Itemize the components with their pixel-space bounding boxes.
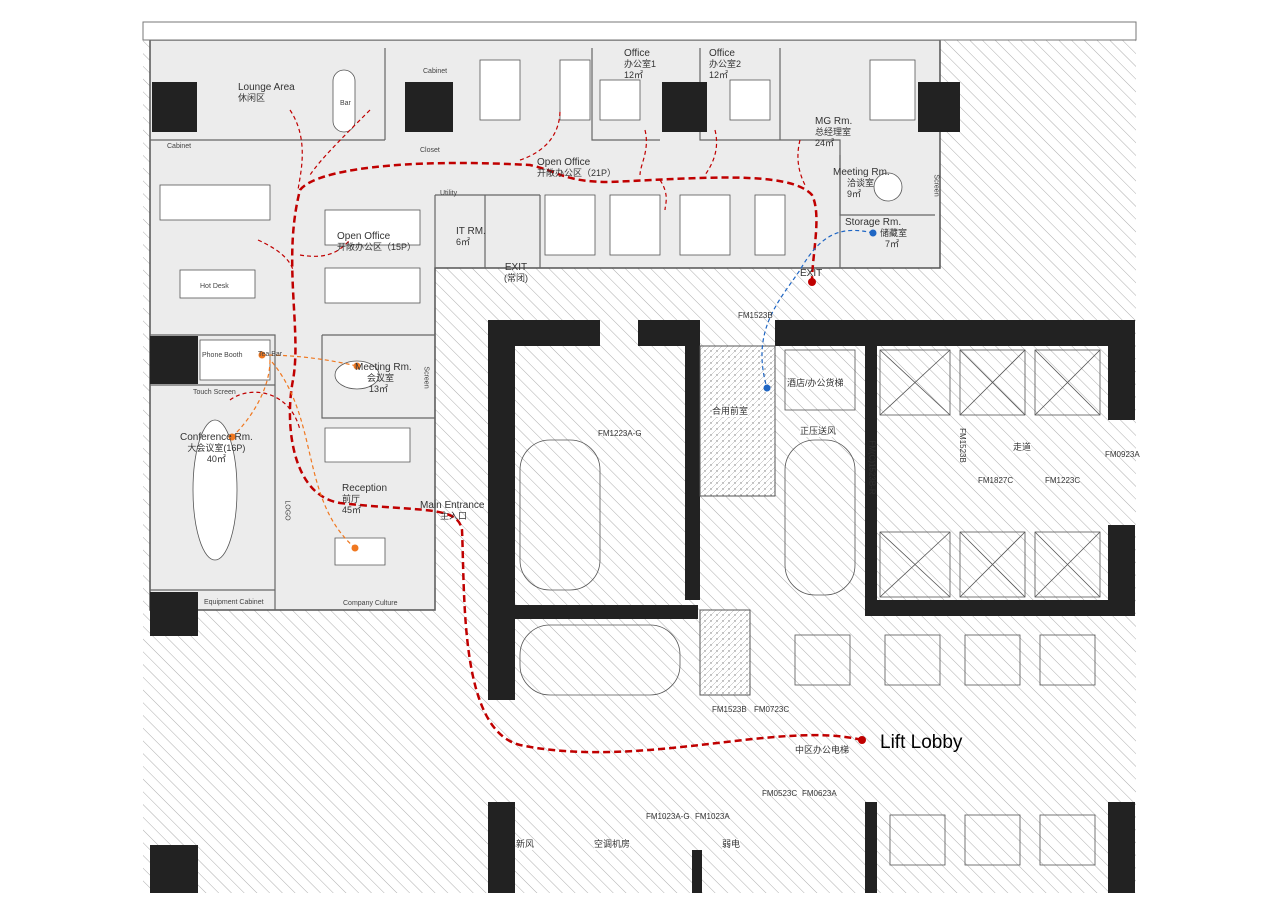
door-code: FM1023A-G	[646, 812, 690, 821]
door-code: FM0723C	[754, 705, 790, 714]
meeting-small-cn: 洽谈室	[847, 178, 875, 188]
mg-room-area: 24㎡	[815, 138, 835, 148]
door-code: FM0523C	[762, 789, 798, 798]
structural-columns	[150, 82, 1135, 893]
lounge-cn: 休闲区	[238, 93, 266, 103]
meeting-area: 13㎡	[369, 384, 389, 394]
meeting-small-area: 9㎡	[847, 189, 862, 199]
conference-label: Conference Rm.大会议室(16P)40㎡	[180, 432, 253, 465]
lift-cn-label: 中区办公电梯	[795, 745, 850, 756]
office2-cn: 办公室2	[709, 59, 742, 69]
office1-area: 12㎡	[624, 70, 644, 80]
door-code: FM1523B	[957, 428, 967, 463]
cabinet-top-label: Cabinet	[423, 68, 448, 75]
interior-walls	[150, 48, 935, 610]
meeting-small-en: Meeting Rm.	[833, 167, 890, 178]
bar-label: Bar	[340, 100, 351, 107]
conference-cn: 大会议室(16P)	[187, 443, 246, 453]
ac-room-label: 空调机房	[594, 839, 631, 850]
it-room-en: IT RM.	[456, 226, 486, 237]
phone-booth-label: Phone Booth	[202, 352, 243, 359]
screen-meeting-label: Screen	[422, 366, 430, 389]
open-office-15-cn: 开敞办公区（15P）	[337, 242, 417, 252]
exit-right-label: EXIT	[800, 268, 823, 279]
office2-area: 12㎡	[709, 70, 729, 80]
main-route	[288, 161, 863, 754]
route-points	[228, 229, 877, 744]
tea-point-label: Tea Bar	[258, 351, 283, 358]
corridor-label: 走道	[1013, 442, 1032, 453]
internal-routes	[231, 354, 358, 549]
it-room-area: 6㎡	[456, 237, 471, 247]
conference-area: 40㎡	[206, 454, 226, 464]
exit-left-en: EXIT	[504, 262, 528, 273]
open-office-21-en: Open Office	[537, 157, 591, 168]
storage-cn: 储藏室	[880, 228, 908, 238]
service-lift-label: 酒店/办公货梯	[787, 378, 844, 389]
door-code: FM1827C	[978, 476, 1014, 485]
door-code: FM0923A	[1105, 450, 1140, 459]
lift-lobby-label: Lift Lobby	[880, 732, 963, 753]
closet-label: Closet	[420, 147, 440, 154]
office1-cn: 办公室1	[624, 59, 657, 69]
reception-cn: 前厅	[342, 494, 361, 504]
door-code: FM0623A	[802, 789, 837, 798]
storage-area: 7㎡	[885, 239, 900, 249]
storage-route	[761, 229, 874, 389]
main-entrance-cn: 主入口	[440, 511, 468, 521]
touch-screen-label: Touch Screen	[193, 389, 236, 396]
office1-en: Office	[624, 48, 650, 59]
it-room-label: IT RM.6㎡	[456, 226, 486, 248]
exit-left-cn: (常闭)	[504, 273, 528, 283]
door-code: FM1523B	[738, 311, 773, 320]
pressurization-label: 正压送风	[800, 426, 837, 437]
logo-label: LOGO	[283, 500, 291, 521]
door-code: FM1223A-G	[598, 429, 642, 438]
door-code: FM(C)1523B-R	[867, 440, 877, 495]
conference-en: Conference Rm.	[180, 432, 253, 443]
open-office-15-en: Open Office	[337, 231, 391, 242]
door-code: FM1223C	[1045, 476, 1081, 485]
storage-en: Storage Rm.	[845, 217, 902, 228]
exit-left-label: EXIT(常闭)	[504, 262, 528, 284]
mg-room-en: MG Rm.	[815, 116, 853, 127]
meeting-en: Meeting Rm.	[355, 362, 412, 373]
screen-top-label: Screen	[932, 174, 940, 197]
lift-shafts	[519, 349, 1101, 866]
office2-en: Office	[709, 48, 735, 59]
reception-en: Reception	[342, 483, 388, 494]
hot-desk-label: Hot Desk	[200, 283, 229, 290]
secondary-routes	[229, 109, 806, 431]
shared-lobby-label: 合用前室	[712, 406, 749, 417]
low-voltage-label: 弱电	[722, 839, 741, 850]
meeting-cn: 会议室	[367, 373, 395, 383]
cabinet-left-label: Cabinet	[167, 143, 192, 150]
company-culture-label: Company Culture	[343, 600, 398, 607]
lounge-en: Lounge Area	[238, 82, 295, 93]
door-code: FM1023A	[695, 812, 730, 821]
utility-label: Utility	[440, 190, 458, 197]
fresh-air-label: 新风	[516, 839, 535, 850]
main-entrance-en: Main Entrance	[420, 500, 485, 511]
equipment-cabinet-label: Equipment Cabinet	[204, 599, 264, 606]
furniture	[159, 59, 916, 566]
mg-room-cn: 总经理室	[815, 127, 852, 137]
reception-area: 45㎡	[342, 505, 362, 515]
door-code: FM1523B	[712, 705, 747, 714]
open-office-21-cn: 开敞办公区（21P）	[537, 168, 617, 178]
